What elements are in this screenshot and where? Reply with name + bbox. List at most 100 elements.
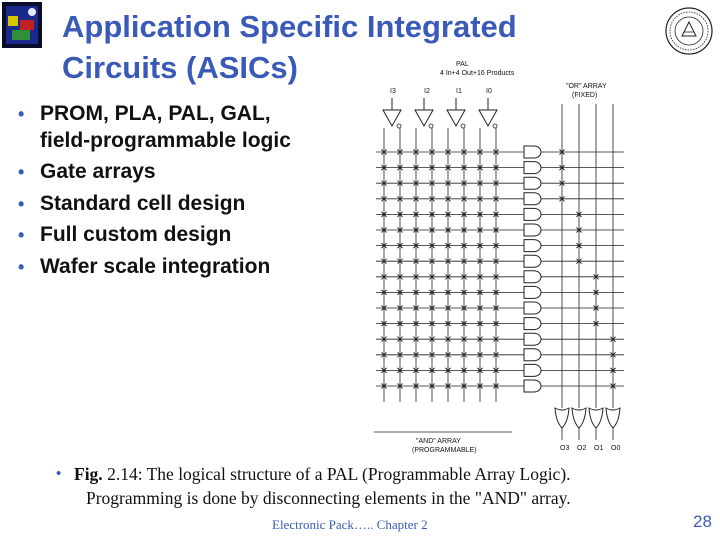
and-gate [523,332,542,346]
and-array-fuse [397,227,403,233]
and-gate [523,301,542,315]
and-array-fuse [429,320,435,327]
and-array-fuse [477,242,483,249]
and-array-fuse [493,227,499,233]
and-array-fuse [413,211,419,218]
and-array-fuse [445,336,451,343]
output-label: O3 [560,445,569,452]
or-gate [554,407,570,429]
and-array-fuse [413,351,419,358]
bullet-text: PROM, PLA, PAL, GAL, [40,102,271,125]
and-array-fuse [445,258,451,265]
and-array-fuse [493,367,499,374]
and-array-fuse [413,320,419,327]
and-array-fuse [461,227,467,233]
and-array-fuse [381,367,387,374]
and-array-fuse [477,305,483,311]
caption-line-1: Fig. 2.14: The logical structure of a PA… [58,462,658,486]
and-gate [523,239,542,253]
and-array-fuse [477,320,483,327]
or-gate [605,407,621,429]
or-array-connection [576,227,582,233]
and-array-fuse [477,289,483,296]
and-array-fuse [429,149,435,155]
and-gate [523,254,542,268]
and-array-fuse [461,320,467,327]
and-array-fuse [397,258,403,265]
and-array-fuse [397,242,403,249]
and-array-fuse [381,336,387,343]
and-array-fuse [493,273,499,280]
and-array-fuse [381,305,387,311]
and-array-fuse [477,367,483,374]
and-array-fuse [445,367,451,374]
bullet-item: • PROM, PLA, PAL, GAL, field-programmabl… [18,101,291,154]
and-array-fuse [477,258,483,265]
and-array-fuse [381,180,387,187]
and-array-fuse [461,149,467,155]
and-array-fuse [493,211,499,218]
or-array-connection [593,289,599,296]
input-label: I0 [486,88,492,95]
input-buffer-gate [446,109,466,128]
and-array-fuse [413,195,419,202]
and-array-fuse [477,149,483,155]
and-array-fuse [445,305,451,311]
and-array-fuse [429,180,435,187]
and-array-fuse [381,289,387,296]
and-array-fuse [381,149,387,155]
and-array-fuse [445,273,451,280]
and-array-fuse [397,383,403,389]
and-array-fuse [413,383,419,389]
output-label: O1 [594,445,603,452]
or-array-sublabel: (FIXED) [572,92,597,99]
and-array-fuse [397,320,403,327]
caption-line-2: Programming is done by disconnecting ele… [86,488,571,508]
or-array-connection [610,351,616,358]
and-array-fuse [493,289,499,296]
bullet-item: • Wafer scale integration [18,254,291,281]
and-array-fuse [477,383,483,389]
and-array-fuse [461,211,467,218]
or-array-connection [610,336,616,343]
and-array-fuse [397,351,403,358]
or-array-connection [576,242,582,249]
bullet-text: Gate arrays [40,160,156,183]
diagram-title: PAL [456,61,469,68]
and-array-label: "AND" ARRAY [416,438,461,445]
and-array-fuse [493,383,499,389]
page-number: 28 [693,512,712,531]
and-array-fuse [397,195,403,202]
and-array-fuse [493,195,499,202]
and-array-fuse [461,180,467,187]
bullet-dot-icon: • [18,104,25,124]
and-array-fuse [477,336,483,343]
and-array-fuse [429,289,435,296]
and-array-fuse [493,164,499,171]
bullet-item: • Gate arrays [18,159,291,186]
bullet-text: Full custom design [40,223,232,246]
or-array-connection [610,383,616,389]
or-array-label: "OR" ARRAY [566,83,607,90]
and-array-fuse [381,383,387,389]
and-array-fuse [413,242,419,249]
bullet-text: Standard cell design [40,191,246,215]
bullet-text: Wafer scale integration [40,254,271,278]
bullet-dot-icon: • [18,225,25,245]
and-array-fuse [397,336,403,343]
and-array-fuse [413,305,419,311]
and-array-fuse [381,258,387,265]
and-array-fuse [413,289,419,296]
or-array-connection [576,258,582,265]
and-array-fuse [445,227,451,233]
and-array-fuse [477,195,483,202]
and-gate [523,161,542,175]
and-array-fuse [445,242,451,249]
and-array-fuse [429,242,435,249]
bullet-dot-icon: • [18,162,25,182]
inverter-bubble [396,123,402,129]
and-array-fuse [493,336,499,343]
and-array-fuse [477,211,483,218]
and-array-fuse [445,180,451,187]
pal-logic-diagram: PAL 4 In+4 Out+16 Products I3 I2 I1 I0 "… [374,61,624,454]
